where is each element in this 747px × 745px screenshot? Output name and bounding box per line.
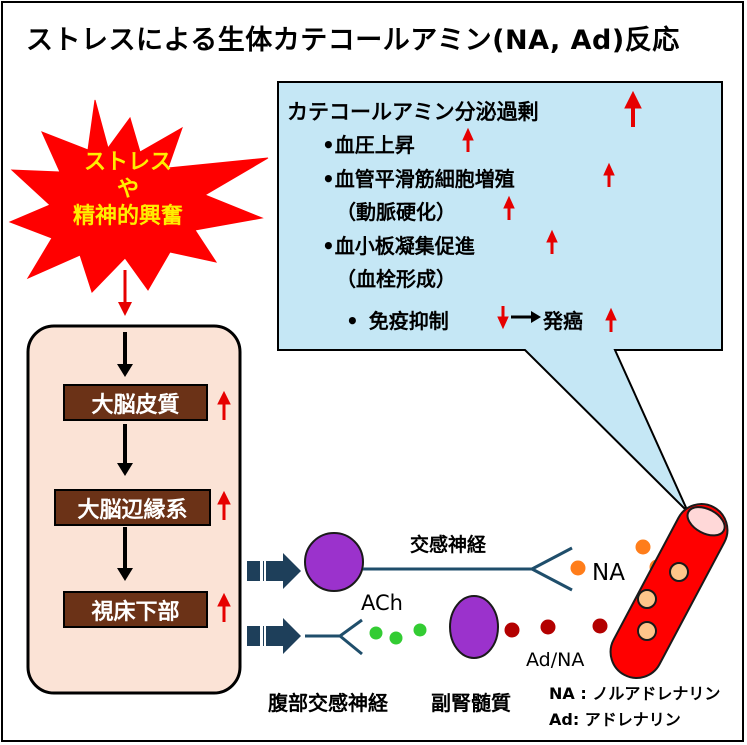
abdominal-nerve-label: 腹部交感神経 [268,691,388,715]
neuron-cell-body [304,532,364,592]
callout-item: •血小板凝集促進 [322,234,475,258]
stress-burst-text: ストレス や 精神的興奮 [58,149,198,230]
na-label: NA [592,560,625,586]
ach-molecule [389,631,403,645]
na-molecule [570,560,586,576]
callout-item-note: （血栓形成） [336,267,456,291]
na-molecule [635,539,651,555]
adrenal-medulla-cell [449,595,499,659]
red-blood-cell [669,562,689,582]
sympathetic-nerve-label: 交感神経 [410,534,487,556]
legend-na: NA : ノルアドレナリン [549,684,721,703]
callout-item-note: （動脈硬化） [336,200,456,224]
callout-heading: カテコールアミン分泌過剰 [287,100,539,124]
callout-bubble [277,81,723,513]
callout-item-result: 発癌 [543,309,583,333]
stress-burst-line2: や [116,177,139,202]
stress-burst-line3: 精神的興奮 [72,204,183,229]
block-arrow-upper [247,553,301,589]
ad-na-label: Ad/NA [526,649,585,671]
ach-molecule [369,626,383,640]
stress-burst-line1: ストレス [83,150,172,175]
stress-burst-shape [8,99,269,293]
ad-na-molecule [504,622,520,638]
callout-item: •血圧上昇 [322,133,415,157]
red-blood-cell [637,589,657,609]
red-blood-cell [637,621,657,641]
callout-item: •血管平滑筋細胞増殖 [322,167,515,191]
figure-title: ストレスによる生体カテコールアミン(NA, Ad)反応 [26,25,680,56]
blood-vessel [609,503,729,679]
ach-molecule [413,623,427,637]
adrenal-medulla-label: 副腎髄質 [431,691,511,715]
ad-na-molecule [592,618,608,634]
bullet: • [322,234,335,258]
ach-label: ACh [361,591,403,615]
ad-na-molecule [540,619,556,635]
callout-item: •免疫抑制 [346,309,449,333]
bullet: • [346,309,359,333]
block-arrow-lower [247,618,301,654]
legend-ad: Ad: アドレナリン [549,710,681,729]
brain-step-cerebral-cortex: 大脳皮質 [63,384,208,421]
bullet: • [322,133,335,157]
brain-step-hypothalamus: 視床下部 [63,591,208,628]
bullet: • [322,167,335,191]
brain-step-limbic-system: 大脳辺縁系 [54,489,211,526]
